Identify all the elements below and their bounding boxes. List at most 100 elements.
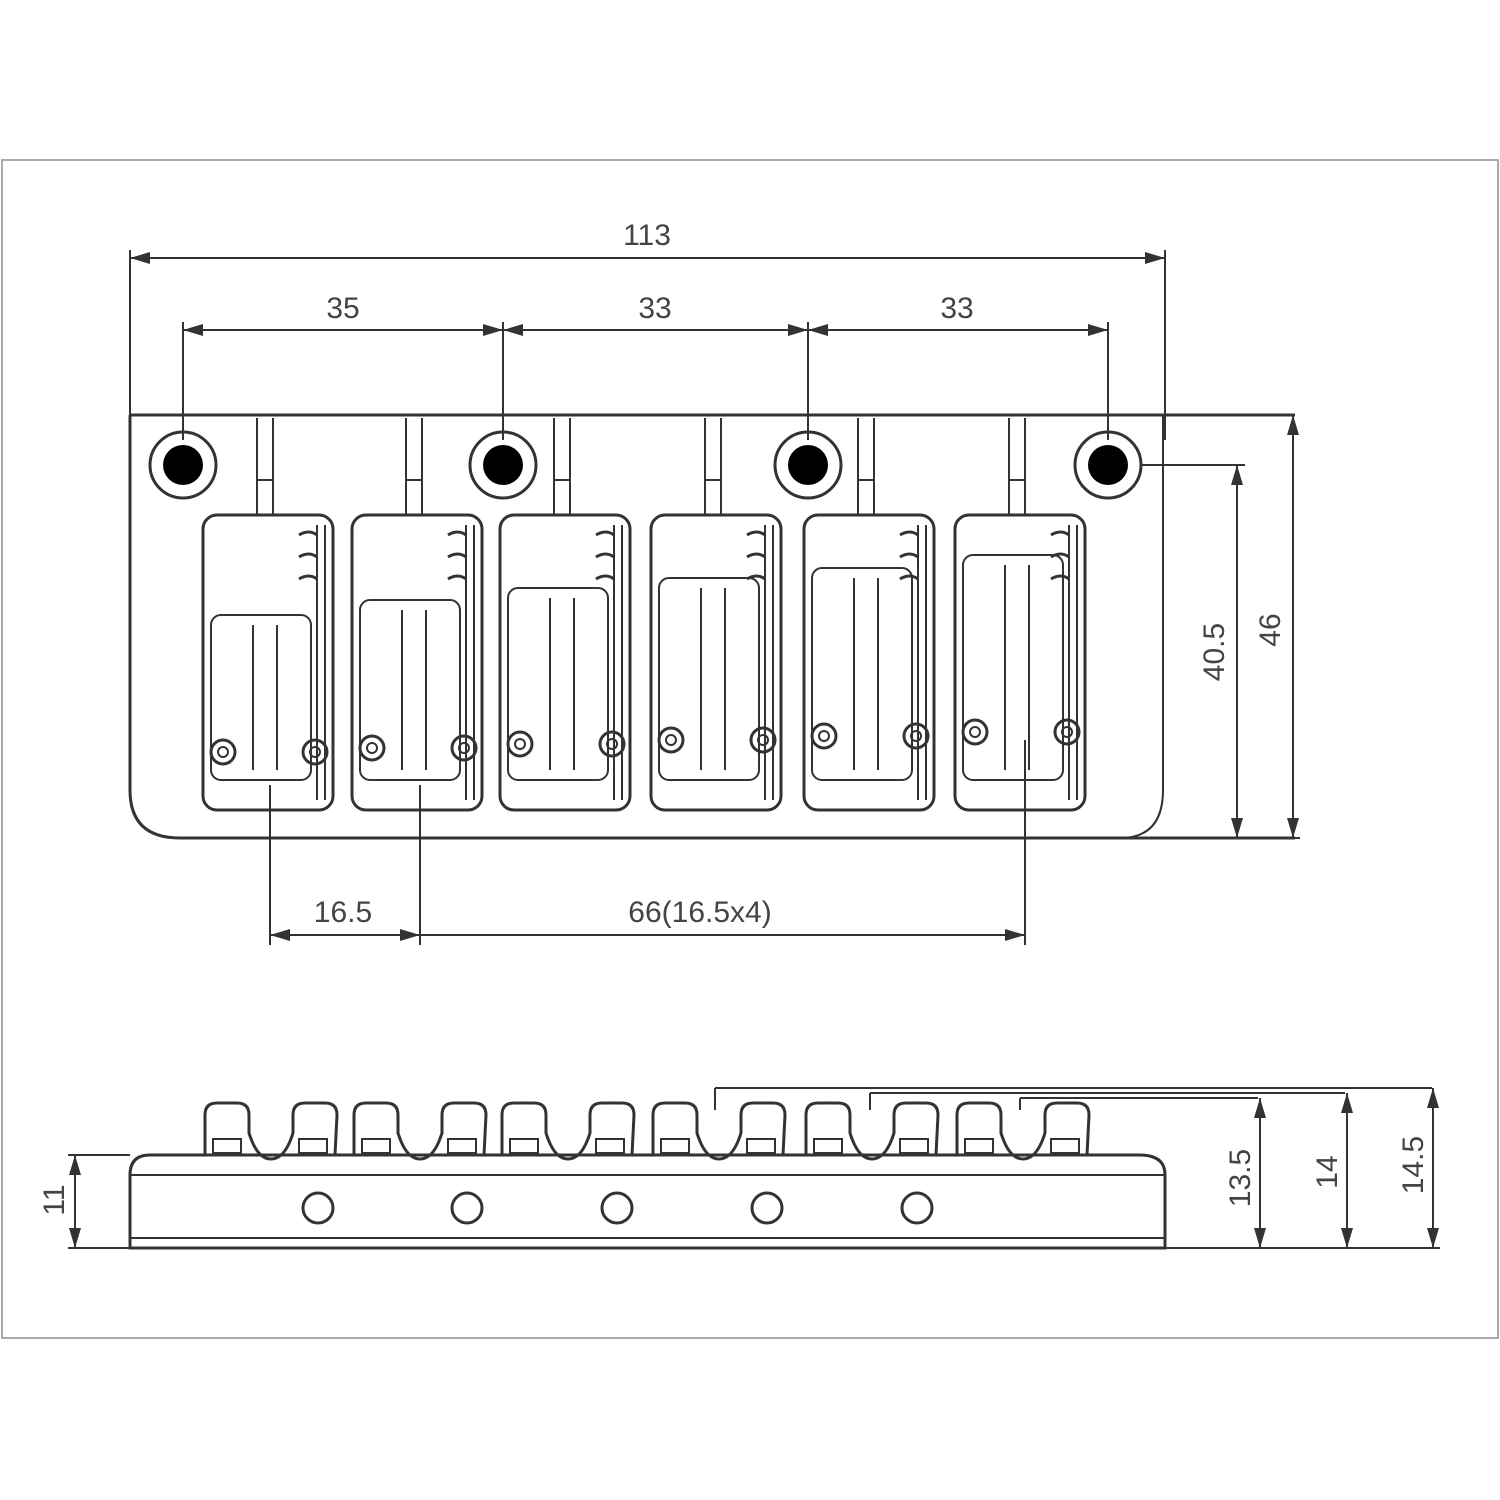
height-screw	[301, 738, 329, 766]
mounting-hole	[1088, 445, 1128, 485]
saddle-body	[359, 599, 461, 781]
height-screw-center	[606, 738, 618, 750]
side-saddle-profile	[955, 1101, 1091, 1161]
saddle-notch	[595, 552, 615, 559]
height-screw	[209, 738, 237, 766]
height-screw-center	[366, 742, 378, 754]
saddle-notch	[447, 552, 467, 559]
saddle-notch	[447, 574, 467, 581]
drawing-frame	[1, 159, 1499, 1339]
saddle-body	[962, 554, 1064, 781]
side-saddle-screw	[212, 1138, 242, 1154]
side-saddles	[203, 1101, 1091, 1161]
height-screw	[450, 734, 478, 762]
spacing-mid-label: 33	[638, 292, 671, 325]
saddle-notch	[899, 552, 919, 559]
saddle-body	[811, 567, 913, 781]
height-screw	[902, 722, 930, 750]
saddle-height-mid-label: 14	[1311, 1155, 1344, 1188]
height-screw-center	[458, 742, 470, 754]
mounting-hole	[483, 445, 523, 485]
saddle-notch	[1050, 552, 1070, 559]
side-saddle-profile	[203, 1101, 339, 1161]
base-height-label: 11	[38, 1184, 71, 1215]
saddle-outline	[953, 513, 1087, 812]
height-screw-center	[514, 738, 526, 750]
saddles	[201, 418, 1087, 812]
saddle-notch	[1050, 530, 1070, 537]
side-hole	[450, 1191, 484, 1225]
depth-outer-label: 46	[1254, 613, 1287, 646]
saddle-body	[658, 577, 760, 781]
mounting-holes	[148, 430, 1143, 500]
height-screw-center	[309, 746, 321, 758]
saddle-notch	[899, 530, 919, 537]
side-base-outline	[128, 1153, 1167, 1250]
height-screw	[358, 734, 386, 762]
dimension-lines-top	[129, 250, 1300, 945]
saddle-notch	[298, 552, 318, 559]
saddle-outline	[649, 513, 783, 812]
side-saddle-screw	[813, 1138, 843, 1154]
side-hole	[750, 1191, 784, 1225]
saddle-height-high-label: 14.5	[1397, 1136, 1430, 1194]
saddle-notch	[746, 574, 766, 581]
height-screw-center	[665, 734, 677, 746]
side-saddle-screw	[595, 1138, 625, 1154]
side-holes	[301, 1191, 934, 1225]
overall-width-label: 113	[623, 219, 671, 252]
side-saddle-profile	[500, 1101, 636, 1161]
side-saddle-screw	[1050, 1138, 1080, 1154]
side-saddle-screw	[509, 1138, 539, 1154]
height-screw	[810, 722, 838, 750]
mounting-hole	[163, 445, 203, 485]
saddle-outline	[802, 513, 936, 812]
string-spacing-label: 16.5	[314, 896, 372, 929]
side-saddle-screw	[899, 1138, 929, 1154]
height-screw-center	[969, 726, 981, 738]
side-hole	[301, 1191, 335, 1225]
side-saddle-screw	[746, 1138, 776, 1154]
height-screw-center	[910, 730, 922, 742]
saddle-body	[507, 587, 609, 781]
side-hole	[900, 1191, 934, 1225]
saddle-notch	[298, 574, 318, 581]
height-screw-center	[217, 746, 229, 758]
saddle-outline	[350, 513, 484, 812]
side-saddle-profile	[804, 1101, 940, 1161]
saddle-height-low-label: 13.5	[1224, 1149, 1257, 1207]
spacing-right-label: 33	[940, 292, 973, 325]
side-saddle-screw	[298, 1138, 328, 1154]
base-plate-right-edge	[1119, 415, 1164, 839]
side-saddle-screw	[964, 1138, 994, 1154]
side-saddle-profile	[352, 1101, 488, 1161]
saddle-notch	[746, 552, 766, 559]
height-screw-center	[757, 734, 769, 746]
saddle-notch	[298, 530, 318, 537]
side-hole	[600, 1191, 634, 1225]
mounting-hole	[788, 445, 828, 485]
saddle-notch	[595, 530, 615, 537]
saddle-notch	[447, 530, 467, 537]
height-screw	[506, 730, 534, 758]
height-screw	[961, 718, 989, 746]
side-saddle-screw	[361, 1138, 391, 1154]
saddle-outline	[201, 513, 335, 812]
saddle-outline	[498, 513, 632, 812]
height-screw	[1053, 718, 1081, 746]
spacing-left-label: 35	[326, 292, 359, 325]
height-screw	[598, 730, 626, 758]
side-saddle-profile	[651, 1101, 787, 1161]
height-screw	[749, 726, 777, 754]
height-screw-center	[1061, 726, 1073, 738]
depth-inner-label: 40.5	[1198, 623, 1231, 681]
string-span-label: 66(16.5x4)	[628, 896, 771, 929]
base-plate-outline	[128, 413, 1295, 840]
side-view: 11 13.5 14 14.5	[38, 1087, 1440, 1250]
side-saddle-screw	[447, 1138, 477, 1154]
saddle-notch	[746, 530, 766, 537]
side-saddle-screw	[660, 1138, 690, 1154]
saddle-notch	[899, 574, 919, 581]
saddle-notch	[595, 574, 615, 581]
